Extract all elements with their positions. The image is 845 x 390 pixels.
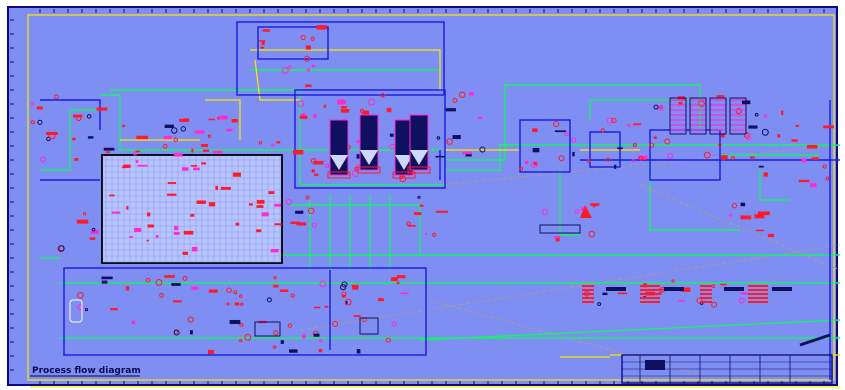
instrument-symbols [30,25,834,355]
yellow-pipelines [30,49,840,388]
zone-ticks [10,9,825,385]
title-block-text: Process flow diagram [32,366,141,376]
inner-border [27,14,835,381]
blue-equipment-boundaries [40,21,840,380]
green-pipelines [40,69,841,341]
legend-blocks [582,285,792,303]
outer-frame [7,6,838,386]
hatched-detail-panel [101,154,283,264]
title-block [621,333,833,384]
process-vessels [69,97,747,337]
